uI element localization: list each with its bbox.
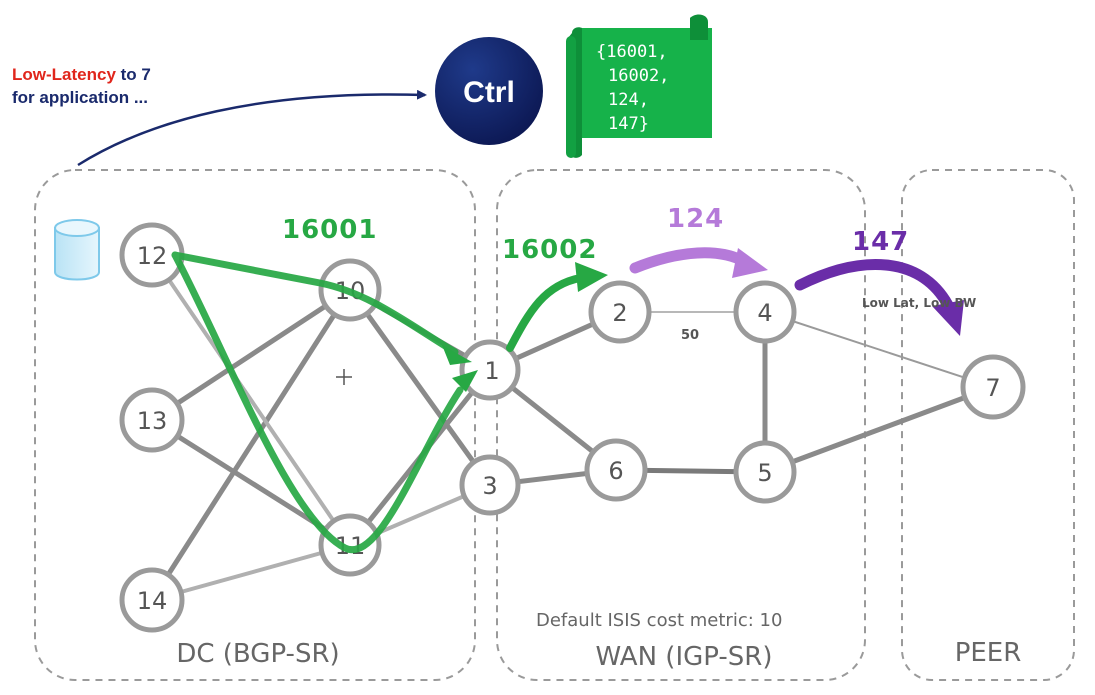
sid-line-3: 124,: [608, 90, 649, 110]
sid-line-1: {16001,: [596, 42, 668, 62]
link-cost-label: 50: [681, 328, 699, 343]
link-4-7: [764, 311, 994, 388]
request-highlight: Low-Latency: [12, 65, 116, 84]
node-12[interactable]: 12: [119, 222, 185, 288]
controller[interactable]: Ctrl: [435, 37, 543, 145]
path-12-11-1: [171, 251, 464, 554]
peer-zone-label: PEER: [955, 638, 1022, 668]
link-14-10: [149, 287, 353, 603]
node-3-label: 3: [482, 472, 497, 500]
node-5[interactable]: 5: [733, 440, 797, 504]
nodes: 12 13 14 10 11 1 3 2: [119, 222, 1026, 633]
arrowhead-124: [732, 248, 768, 278]
link-14-11: [150, 543, 352, 602]
sid-line-4: 147}: [608, 114, 649, 134]
sr-path-16002: [506, 274, 584, 352]
node-14[interactable]: 14: [119, 567, 185, 633]
node-1-label: 1: [484, 357, 499, 385]
sid-list-scroll: {16001, 16002, 124, 147}: [566, 14, 712, 158]
sid-line-2: 16002,: [608, 66, 669, 86]
sr-path-124: [629, 247, 751, 274]
node-4-label: 4: [757, 299, 772, 327]
arrowhead-16002: [575, 262, 608, 292]
link-note-label: Low Lat, Low BW: [862, 296, 976, 310]
sid-147-label: 147: [852, 227, 909, 257]
database-icon: [54, 219, 100, 281]
node-14-label: 14: [137, 587, 168, 615]
request-text-line2: for application ...: [12, 88, 148, 107]
sr-path-147: [794, 259, 954, 311]
arrowhead-to-1-top: [442, 345, 472, 365]
link-5-7: [762, 384, 996, 475]
request-text-line1: Low-Latency to 7: [12, 65, 151, 84]
node-5-label: 5: [757, 459, 772, 487]
sid-16001-label: 16001: [282, 215, 377, 245]
node-12-label: 12: [137, 242, 168, 270]
node-3[interactable]: 3: [459, 454, 521, 516]
node-13-label: 13: [137, 407, 168, 435]
dc-zone-label: DC (BGP-SR): [176, 639, 339, 669]
controller-label: Ctrl: [463, 76, 515, 109]
arrowhead-to-1-bottom: [452, 370, 478, 392]
peer-zone: [901, 169, 1075, 681]
node-7[interactable]: 7: [960, 354, 1026, 420]
sid-16002-label: 16002: [502, 235, 597, 265]
isis-default-label: Default ISIS cost metric: 10: [536, 610, 782, 631]
node-4[interactable]: 4: [733, 280, 797, 344]
request-arrow: [77, 89, 427, 167]
path-12-10-1: [171, 251, 459, 356]
node-2-label: 2: [612, 299, 627, 327]
node-13[interactable]: 13: [119, 387, 185, 453]
dc-zone: [34, 169, 476, 681]
link-12-11: [150, 253, 352, 547]
node-2[interactable]: 2: [588, 280, 652, 344]
wan-zone: [496, 169, 866, 681]
node-6[interactable]: 6: [584, 438, 648, 502]
wan-zone-label: WAN (IGP-SR): [596, 642, 773, 672]
node-6-label: 6: [608, 457, 623, 485]
node-1[interactable]: 1: [459, 339, 521, 401]
request-rest: to 7: [116, 65, 151, 84]
link-10-3: [347, 287, 493, 488]
node-7-label: 7: [985, 374, 1000, 402]
link-13-10: [149, 287, 353, 423]
arrowhead-147: [932, 300, 964, 336]
sr-path-16001: [171, 251, 464, 554]
crosshair-cursor-icon: [336, 369, 352, 385]
sid-124-label: 124: [667, 204, 724, 234]
